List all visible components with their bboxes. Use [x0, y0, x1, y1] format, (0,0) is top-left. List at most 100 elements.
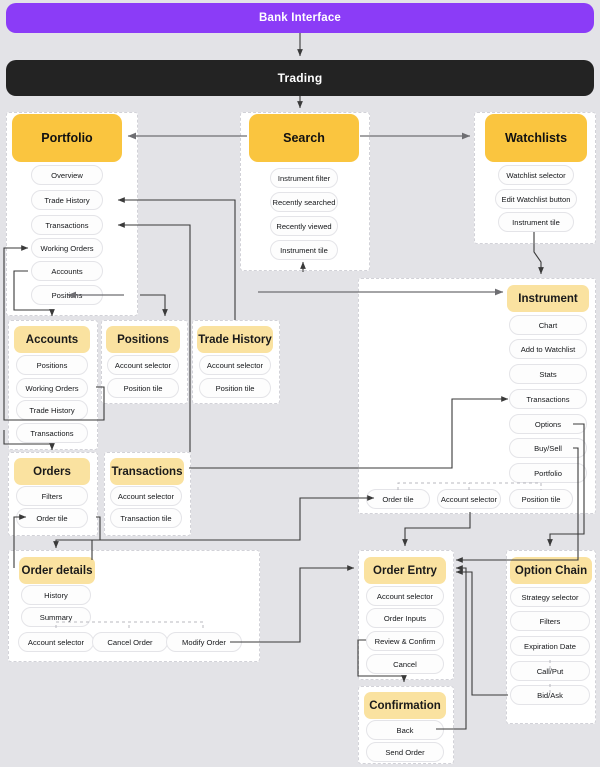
pill-order-details-cancel-order[interactable]: Cancel Order [92, 632, 168, 652]
pill-accounts-positions[interactable]: Positions [16, 355, 88, 375]
pill-order-entry-order-inputs[interactable]: Order Inputs [366, 608, 444, 628]
pill-label: Buy/Sell [534, 443, 562, 453]
node-positions[interactable]: Positions [106, 326, 180, 353]
pill-portfolio-working-orders[interactable]: Working Orders [31, 238, 103, 258]
pill-option-chain-strategy-selector[interactable]: Strategy selector [510, 587, 590, 607]
pill-instrument-position-tile[interactable]: Position tile [509, 489, 573, 509]
pill-search-recently-searched[interactable]: Recently searched [270, 192, 338, 212]
root-node-bank-interface[interactable]: Bank Interface [6, 3, 594, 33]
pill-confirmation-send-order[interactable]: Send Order [366, 742, 444, 762]
pill-order-entry-account-selector[interactable]: Account selector [366, 586, 444, 606]
node-order-entry[interactable]: Order Entry [364, 557, 446, 584]
node-option-chain-label: Option Chain [514, 564, 588, 577]
pill-label: Summary [39, 612, 73, 622]
pill-instrument-add-to-watchlist[interactable]: Add to Watchlist [509, 339, 587, 359]
pill-portfolio-transactions[interactable]: Transactions [31, 215, 103, 235]
pill-portfolio-accounts[interactable]: Accounts [31, 261, 103, 281]
pill-label: Account selector [27, 637, 85, 647]
pill-label: Position tile [123, 383, 163, 393]
pill-search-recently-viewed[interactable]: Recently viewed [270, 216, 338, 236]
node-order-details[interactable]: Order details [19, 557, 95, 584]
pill-label: Account selector [440, 494, 498, 504]
node-option-chain[interactable]: Option Chain [510, 557, 592, 584]
pill-option-chain-bid-ask[interactable]: Bid/Ask [510, 685, 590, 705]
section-node-trading[interactable]: Trading [6, 60, 594, 96]
pill-label: Review & Confirm [374, 636, 436, 646]
pill-label: Instrument tile [280, 245, 328, 255]
pill-label: Account selector [114, 360, 172, 370]
pill-accounts-working-orders[interactable]: Working Orders [16, 378, 88, 398]
node-trade-history[interactable]: Trade History [197, 326, 273, 353]
pill-portfolio-positions[interactable]: Positions [31, 285, 103, 305]
pill-orders-filters[interactable]: Filters [16, 486, 88, 506]
root-node-label: Bank Interface [258, 12, 342, 24]
pill-label: Modify Order [182, 637, 226, 647]
node-watchlists-label: Watchlists [504, 131, 568, 145]
pill-transactions-account-selector[interactable]: Account selector [110, 486, 182, 506]
pill-search-instrument-tile[interactable]: Instrument tile [270, 240, 338, 260]
pill-search-instrument-filter[interactable]: Instrument filter [270, 168, 338, 188]
pill-transactions-transaction-tile[interactable]: Transaction tile [110, 508, 182, 528]
section-node-label: Trading [277, 71, 323, 85]
pill-trade-history-account-selector[interactable]: Account selector [199, 355, 271, 375]
pill-instrument-chart[interactable]: Chart [509, 315, 587, 335]
pill-order-details-modify-order[interactable]: Modify Order [166, 632, 242, 652]
node-transactions[interactable]: Transactions [110, 458, 184, 485]
pill-label: Positions [36, 360, 68, 370]
pill-label: Back [396, 725, 414, 735]
pill-portfolio-overview[interactable]: Overview [31, 165, 103, 185]
pill-accounts-trade-history[interactable]: Trade History [16, 400, 88, 420]
node-portfolio-label: Portfolio [41, 131, 93, 145]
pill-order-details-summary[interactable]: Summary [21, 607, 91, 627]
pill-positions-position-tile[interactable]: Position tile [107, 378, 179, 398]
pill-portfolio-trade-history[interactable]: Trade History [31, 190, 103, 210]
node-orders[interactable]: Orders [14, 458, 90, 485]
node-accounts[interactable]: Accounts [14, 326, 90, 353]
node-instrument[interactable]: Instrument [507, 285, 589, 312]
pill-label: Accounts [51, 266, 83, 276]
node-orders-label: Orders [33, 465, 71, 478]
pill-label: Expiration Date [524, 641, 576, 651]
pill-instrument-account-selector[interactable]: Account selector [437, 489, 501, 509]
pill-label: Strategy selector [521, 592, 579, 602]
pill-label: Cancel Order [107, 637, 153, 647]
node-instrument-label: Instrument [518, 292, 578, 305]
pill-watchlists-instrument-tile[interactable]: Instrument tile [498, 212, 574, 232]
pill-label: Transactions [30, 428, 74, 438]
node-watchlists[interactable]: Watchlists [485, 114, 587, 162]
pill-instrument-options[interactable]: Options [509, 414, 587, 434]
pill-instrument-order-tile[interactable]: Order tile [366, 489, 430, 509]
node-transactions-label: Transactions [111, 465, 183, 478]
pill-order-details-account-selector[interactable]: Account selector [18, 632, 94, 652]
pill-option-chain-expiration-date[interactable]: Expiration Date [510, 636, 590, 656]
pill-instrument-buy-sell[interactable]: Buy/Sell [509, 438, 587, 458]
pill-orders-order-tile[interactable]: Order tile [16, 508, 88, 528]
pill-label: History [44, 590, 68, 600]
pill-order-entry-review-confirm[interactable]: Review & Confirm [366, 631, 444, 651]
pill-accounts-transactions[interactable]: Transactions [16, 423, 88, 443]
pill-label: Account selector [376, 591, 434, 601]
pill-order-entry-cancel[interactable]: Cancel [366, 654, 444, 674]
pill-instrument-portfolio[interactable]: Portfolio [509, 463, 587, 483]
pill-confirmation-back[interactable]: Back [366, 720, 444, 740]
pill-option-chain-call-put[interactable]: Call/Put [510, 661, 590, 681]
pill-label: Instrument tile [512, 217, 560, 227]
pill-instrument-stats[interactable]: Stats [509, 364, 587, 384]
pill-positions-account-selector[interactable]: Account selector [107, 355, 179, 375]
node-confirmation[interactable]: Confirmation [364, 692, 446, 719]
node-search[interactable]: Search [249, 114, 359, 162]
pill-instrument-transactions[interactable]: Transactions [509, 389, 587, 409]
pill-label: Overview [51, 170, 83, 180]
pill-order-details-history[interactable]: History [21, 585, 91, 605]
node-portfolio[interactable]: Portfolio [12, 114, 122, 162]
pill-watchlists-edit-watchlist-button[interactable]: Edit Watchlist button [495, 189, 577, 209]
node-confirmation-label: Confirmation [369, 699, 441, 712]
pill-label: Transactions [526, 394, 570, 404]
pill-watchlists-watchlist-selector[interactable]: Watchlist selector [498, 165, 574, 185]
pill-trade-history-position-tile[interactable]: Position tile [199, 378, 271, 398]
pill-option-chain-filters[interactable]: Filters [510, 611, 590, 631]
node-search-label: Search [283, 131, 325, 145]
pill-label: Transactions [45, 220, 89, 230]
pill-label: Portfolio [534, 468, 562, 478]
